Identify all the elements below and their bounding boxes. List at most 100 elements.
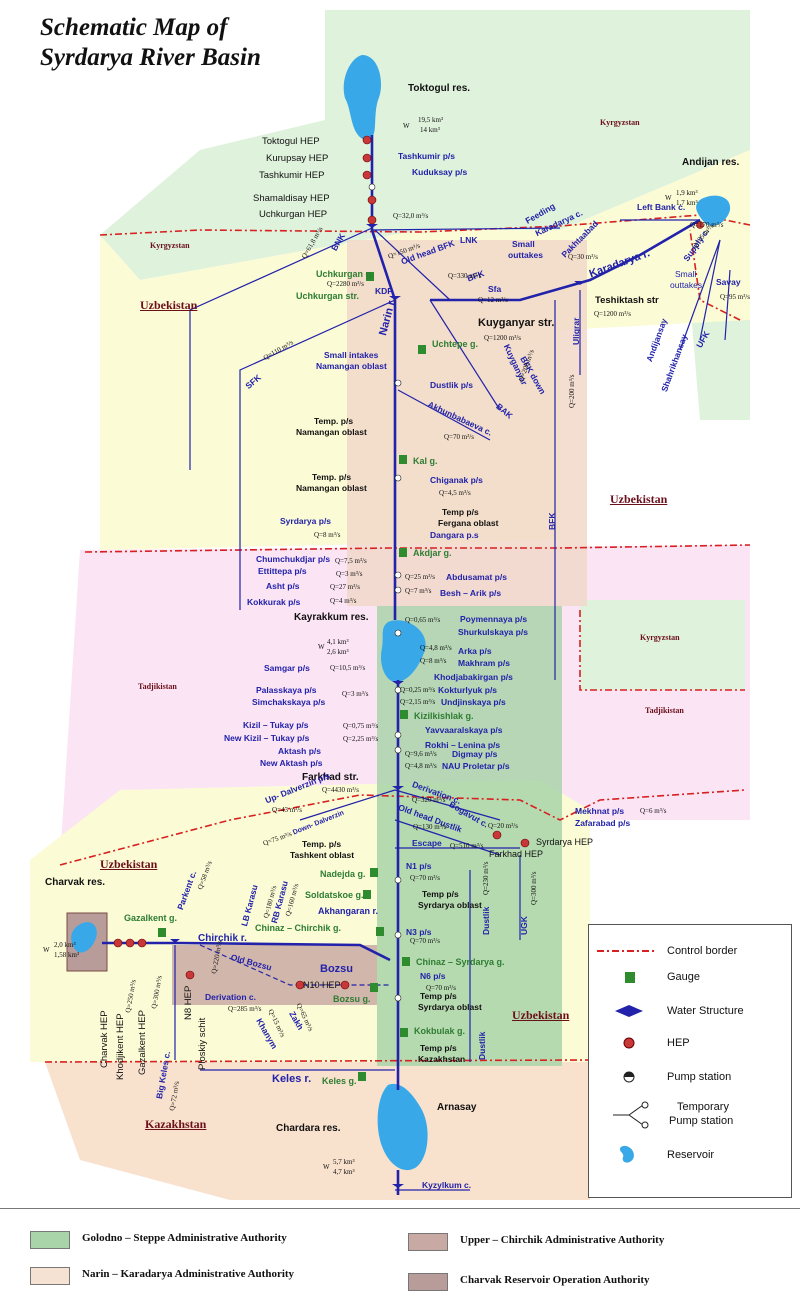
flow-feeding: Q=30 m³/s: [568, 253, 598, 261]
legend-temporary-pump-station-label-2: Pump station: [669, 1115, 734, 1127]
flow-teshiktash: Q=1200 m³/s: [594, 310, 631, 318]
charvak-swatch: [408, 1273, 448, 1291]
chirchik-river-label: Chirchik r.: [198, 933, 247, 944]
poymennaya-pump-label: Poymennaya p/s: [460, 614, 528, 624]
flow-mekhnat: Q=6 m³/s: [640, 807, 667, 815]
authority-narin-karadarya-label: Narin – Karadarya Administrative Authori…: [82, 1268, 295, 1280]
nadejda-gauge: [370, 868, 378, 877]
bozsu-hep-marker: [340, 980, 350, 990]
chinaz-syrdarya-gauge-label: Chinaz – Syrdarya g.: [416, 957, 505, 967]
temp-namangan-1-line1: Temp. p/s: [314, 416, 354, 426]
keles-river-label: Keles r.: [272, 1073, 312, 1085]
kokkurak-pump-label: Kokkurak p/s: [247, 597, 301, 607]
authority-charvak-label: Charvak Reservoir Operation Authority: [460, 1274, 650, 1286]
n3-pump-label: N3 p/s: [406, 927, 432, 937]
zafarabad-pump-label: Zafarabad p/s: [575, 818, 631, 828]
gazalkent-hep-marker: [137, 938, 147, 948]
gauge-markers: [158, 272, 426, 1081]
pump-markers: [368, 183, 402, 1002]
nau-proletar-pump-label: NAU Proletar p/s: [442, 761, 510, 771]
flow-derivation-chirchik: Q=285 m³/s: [228, 1005, 262, 1013]
flow-akhunbabaeva: Q=70 m³/s: [444, 433, 474, 441]
flow-bfk: Q=330 m³/s: [448, 272, 482, 280]
uchkurgan-hep-label: Uchkurgan HEP: [259, 209, 328, 220]
simchakskaya-pump-label: Simchakskaya p/s: [252, 697, 326, 707]
charvak-reservoir-label: Charvak res.: [45, 877, 106, 888]
country-uzbekistan-tashkent: Uzbekistan: [100, 857, 158, 871]
chinaz-syrdarya-gauge: [402, 957, 410, 966]
ploskiy-schit-label: Ploskiy schit: [197, 1017, 208, 1070]
legend-reservoir: Reservoir: [589, 1145, 789, 1167]
andijan-volume-1: 1,9 km³: [676, 189, 698, 197]
temp-namangan-1-line2: Namangan oblast: [296, 427, 367, 437]
narin-karadarya-swatch: [30, 1267, 70, 1285]
flow-dustlik-vertical: Q=230 m³/s: [482, 861, 490, 895]
andijan-reservoir-shape: [696, 195, 731, 226]
lnk-canal-label: LNK: [460, 235, 478, 245]
syrdarya-hep-label: Syrdarya HEP: [536, 837, 594, 847]
n1-pump-label: N1 p/s: [406, 861, 432, 871]
mekhnat-pump-label: Mekhnat p/s: [575, 806, 625, 816]
flow-escape: Q=510 m³/s: [450, 842, 484, 850]
authority-golodno-steppe-label: Golodno – Steppe Administrative Authorit…: [82, 1232, 287, 1244]
kizil-tukay-pump-label: Kizil – Tukay p/s: [243, 720, 309, 730]
new-aktash-pump-label: New Aktash p/s: [260, 758, 323, 768]
ettittepa-pump-label: Ettittepa p/s: [258, 566, 307, 576]
farkhad-structure-label: Farkhad str.: [302, 772, 359, 783]
kayrakkum-reservoir-shape: [380, 620, 426, 683]
charvak-volume-2: 1,58 km³: [54, 951, 80, 959]
flow-kokkurak: Q=4 m³/s: [330, 597, 357, 605]
farkhad-hep-marker: [492, 830, 502, 840]
gazalkent-gauge-label: Gazalkent g.: [124, 913, 178, 923]
flow-besh-arik: Q=7 m³/s: [405, 587, 432, 595]
abdusamat-pump-label: Abdusamat p/s: [446, 572, 507, 582]
kokbulak-gauge: [400, 1028, 408, 1037]
akhangaran-river-label: Akhangaran r.: [318, 906, 379, 916]
gauge-symbol-icon: [625, 972, 635, 983]
akdjar-gauge-label: Akdjar g.: [413, 548, 452, 558]
flow-kokturlyuk: Q=0,25 m³/s: [400, 686, 436, 694]
gazalkent-hep-label: Gazalkent HEP: [137, 1010, 148, 1075]
nadejda-gauge-label: Nadejda g.: [320, 869, 366, 879]
kayrakkum-w-prefix: W: [318, 643, 325, 651]
flow-arka: Q=4,8 m³/s: [420, 644, 452, 652]
chardara-volume-2: 4,7 km³: [333, 1168, 355, 1176]
kyrgyzstan-mid-area: [580, 600, 745, 690]
kyzylkum-canal-label: Kyzylkum c.: [422, 1180, 472, 1190]
uchtepe-gauge: [418, 345, 426, 354]
asht-pump-label: Asht p/s: [266, 581, 300, 591]
bfk-vertical-label: BFK: [547, 512, 557, 530]
dustlik-canal-label-2: Dustlik: [481, 906, 491, 935]
country-kyrgyzstan-top: Kyrgyzstan: [600, 118, 640, 127]
uchkurgan-hep-marker: [367, 215, 377, 225]
control-border-symbol: [597, 950, 657, 952]
n6-pump-label: N6 p/s: [420, 971, 446, 981]
shamaldisay-hep-label: Shamaldisay HEP: [253, 193, 330, 204]
andijan-volume-2: 1,7 km³: [676, 199, 698, 207]
flow-n1: Q=70 m³/s: [410, 874, 440, 882]
canals: [174, 219, 731, 1191]
kurupsay-hep-marker: [362, 153, 372, 163]
keles-gauge: [358, 1072, 366, 1081]
derivation-chirchik-label: Derivation c.: [205, 992, 257, 1002]
andijan-w-prefix: W: [665, 194, 672, 202]
shurkulskaya-pump-label: Shurkulskaya p/s: [458, 627, 528, 637]
golodno-steppe-swatch: [30, 1231, 70, 1249]
flow-uchkurgan: Q=32,0 m³/s: [393, 212, 429, 220]
flow-n6: Q=70 m³/s: [426, 984, 456, 992]
arka-pump-label: Arka p/s: [458, 646, 492, 656]
kokbulak-gauge-label: Kokbulak g.: [414, 1026, 466, 1036]
arnasay-label: Arnasay: [437, 1102, 477, 1113]
aktash-pump-label: Aktash p/s: [278, 746, 321, 756]
upper-chirchik-swatch: [408, 1233, 448, 1251]
syrdarya-hep-marker: [520, 838, 530, 848]
chardara-volume-1: 5,7 km³: [333, 1158, 355, 1166]
flow-new-kizil-tukay: Q=2,25 m³/s: [343, 735, 379, 743]
flow-abdusamat: Q=25 m³/s: [405, 573, 435, 581]
reservoir-symbol-icon: [619, 1145, 634, 1163]
keles-gauge-label: Keles g.: [322, 1076, 357, 1086]
bozsu-gauge: [370, 983, 378, 992]
samgar-pump-label: Samgar p/s: [264, 663, 310, 673]
savay-label: Savay: [716, 277, 741, 287]
